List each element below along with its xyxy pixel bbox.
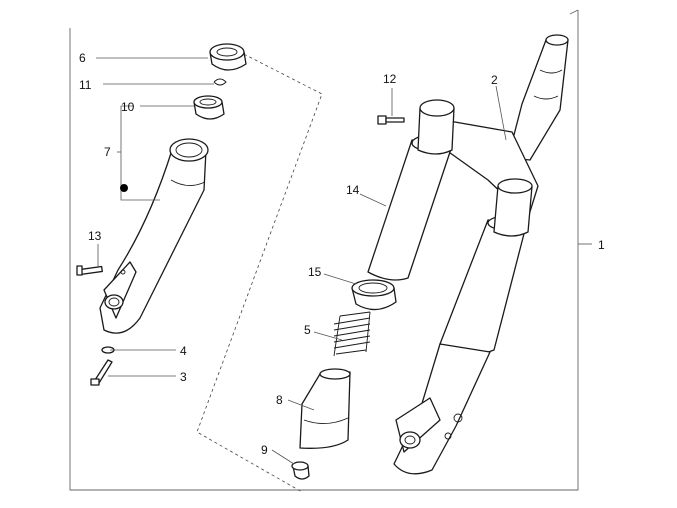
assembly-frame-tick [569,9,579,15]
callout-4: 4 [180,344,187,358]
spacer-ring-part [351,279,397,311]
fork-leg-assembly [99,138,209,334]
callout-3: 3 [180,370,187,384]
group-marker-dot [120,184,128,192]
spring-part [333,311,371,357]
fork-assembly [367,34,569,475]
callout-11: 11 [79,78,92,92]
assembly-frame [69,10,579,491]
callout-10: 10 [121,100,135,114]
bush-part [193,95,225,120]
callout-5: 5 [304,323,311,337]
callout-6: 6 [79,51,86,65]
circlip-part [213,78,227,86]
bolt-12-part [377,115,405,125]
callout-14: 14 [346,183,360,197]
callout-15: 15 [308,265,322,279]
callout-12: 12 [383,72,397,86]
screw-part [90,359,113,386]
callout-2: 2 [491,73,498,87]
callout-7: 7 [104,145,111,159]
seal-ring-part [209,43,247,71]
callout-8: 8 [276,393,283,407]
callout-9: 9 [261,443,268,457]
damper-tube-part [299,368,351,449]
bolt-13-part [76,265,103,276]
callout-13: 13 [88,229,102,243]
callout-1: 1 [598,238,605,252]
leader-lines [96,57,507,465]
bottom-bush-part [291,461,310,480]
